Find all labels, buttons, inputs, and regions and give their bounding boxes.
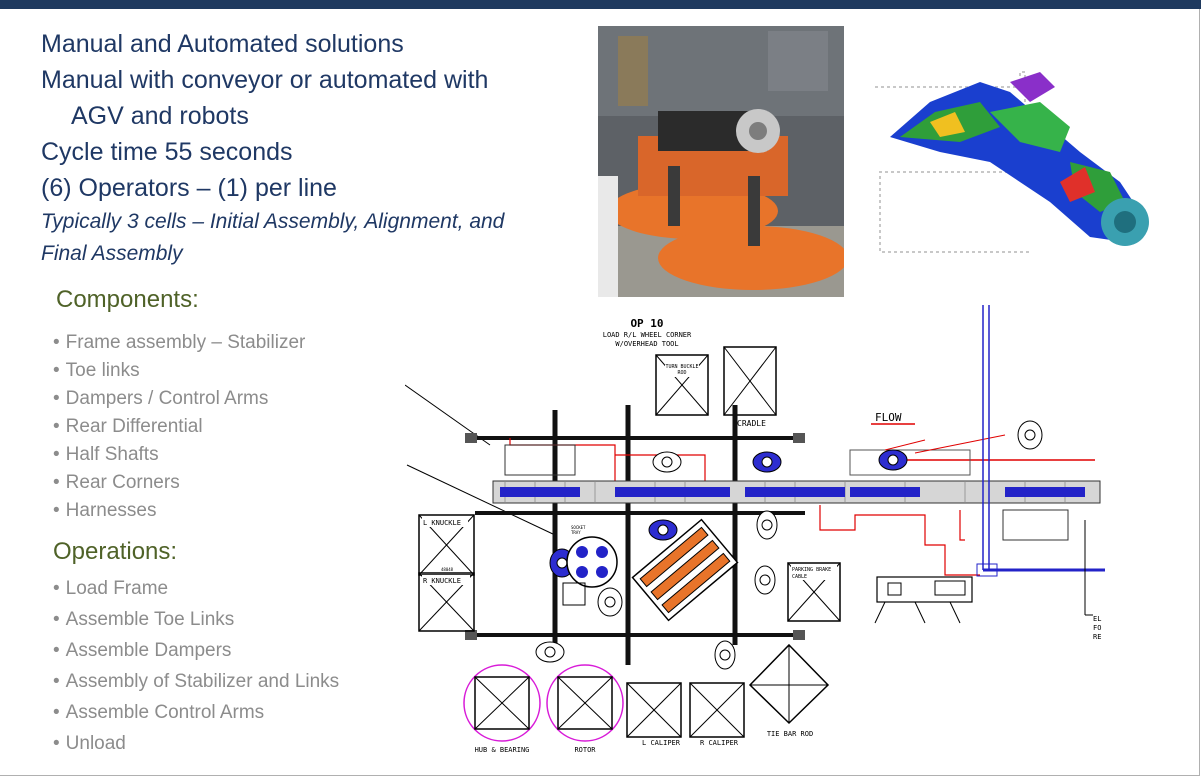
rotor-label: ROTOR: [574, 746, 596, 754]
box-code-label: 48048: [441, 567, 454, 572]
list-item: Frame assembly – Stabilizer: [53, 329, 306, 357]
parking-brake-label-1: PARKING BRAKE: [792, 567, 831, 573]
list-item: Rear Corners: [53, 469, 305, 497]
l-caliper-label: L CALIPER: [642, 739, 681, 747]
list-item: Assemble Dampers: [53, 635, 339, 666]
main-line-4: Cycle time 55 seconds: [41, 138, 293, 166]
flow-label: FLOW: [875, 411, 902, 424]
main-text: Manual and Automated solutions Manual wi…: [41, 26, 601, 270]
operations-heading: Operations:: [53, 538, 178, 565]
list-item: Unload: [53, 728, 339, 759]
cradle-label: CRADLE: [737, 419, 766, 428]
main-line-1: Manual and Automated solutions: [41, 30, 404, 58]
list-item: Assemble Control Arms: [53, 697, 339, 728]
top-bar: [0, 0, 1201, 9]
r-knuckle-label: R KNUCKLE: [423, 577, 461, 585]
operations-list: Load Frame Assemble Toe Links Assemble D…: [53, 573, 340, 759]
slide-frame: [0, 9, 1200, 776]
op-desc-line2: W/OVERHEAD TOOL: [615, 340, 678, 348]
side-label-1: EL: [1093, 615, 1101, 623]
socket-tray-label-1: SOCKET: [571, 525, 586, 530]
agv-photo: [598, 26, 844, 297]
components-list: Frame assembly – Stabilizer Toe links Da…: [53, 329, 306, 525]
suspension-render: [870, 42, 1170, 264]
hub-bearing-label: HUB & BEARING: [475, 746, 530, 754]
main-line-2: Manual with conveyor or automated with: [41, 66, 489, 94]
cell-layout-drawing: OP 10 LOAD R/L WHEEL CORNER W/OVERHEAD T…: [404, 305, 1105, 760]
op-desc-line1: LOAD R/L WHEEL CORNER: [603, 331, 692, 339]
list-item: Toe links: [53, 357, 305, 385]
list-item: Load Frame: [53, 573, 339, 604]
side-label-2: FO: [1093, 624, 1101, 632]
r-caliper-label: R CALIPER: [700, 739, 739, 747]
list-item: Half Shafts: [53, 441, 305, 469]
tie-bar-rod-label: TIE BAR ROD: [767, 730, 813, 738]
parking-brake-label-2: CABLE: [792, 574, 807, 580]
main-italic-1: Typically 3 cells – Initial Assembly, Al…: [41, 210, 505, 233]
list-item: Rear Differential: [53, 413, 305, 441]
main-italic-2: Final Assembly: [41, 242, 183, 265]
list-item: Harnesses: [53, 497, 305, 525]
side-label-3: RE: [1093, 633, 1101, 641]
components-heading: Components:: [56, 286, 199, 313]
main-line-5: (6) Operators – (1) per line: [41, 174, 337, 202]
op-label: OP 10: [630, 317, 663, 330]
main-line-3: AGV and robots: [71, 102, 249, 130]
list-item: Assemble Toe Links: [53, 604, 339, 635]
l-knuckle-label: L KNUCKLE: [423, 519, 461, 527]
list-item: Dampers / Control Arms: [53, 385, 305, 413]
turnbuckle-label-2: ROD: [677, 370, 686, 376]
list-item: Assembly of Stabilizer and Links: [53, 666, 340, 697]
socket-tray-label-2: TRAY: [571, 530, 581, 535]
turnbuckle-label-1: TURN BUCKLE: [665, 364, 698, 370]
